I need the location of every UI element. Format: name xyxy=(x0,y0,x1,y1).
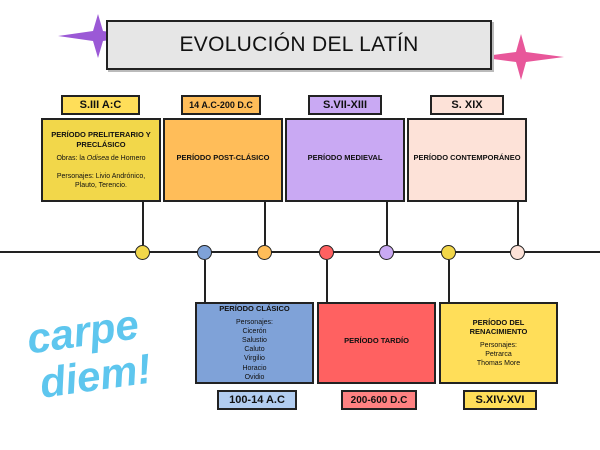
box-renacimiento: PERÍODO DEL RENACIMIENTO Personajes: Pet… xyxy=(439,302,558,384)
date-label-s3ac: S.III A:C xyxy=(61,95,140,115)
box-line xyxy=(100,163,102,172)
connector xyxy=(142,202,144,245)
diagram-title: EVOLUCIÓN DEL LATÍN xyxy=(106,20,492,70)
timeline-dot xyxy=(197,245,212,260)
sparkle-purple-icon xyxy=(58,14,138,58)
box-medieval: PERÍODO MEDIEVAL xyxy=(285,118,405,202)
box-line: Thomas More xyxy=(476,360,521,368)
box-line: Horacio xyxy=(242,364,267,372)
date-label-s19: S. XIX xyxy=(430,95,504,115)
box-line: Obras: la Odisea de Homero xyxy=(56,154,146,162)
connector xyxy=(448,260,450,302)
date-label-200-600dc: 200-600 D.C xyxy=(341,390,417,410)
timeline-axis xyxy=(0,251,600,253)
connector xyxy=(386,202,388,245)
box-line: Personajes: xyxy=(480,342,517,350)
connector xyxy=(326,260,328,302)
timeline-dot xyxy=(441,245,456,260)
box-heading: PERÍODO MEDIEVAL xyxy=(307,153,383,163)
box-line: Personajes: xyxy=(236,319,273,327)
box-line: Petrarca xyxy=(485,351,512,359)
box-heading: PERÍODO POST-CLÁSICO xyxy=(176,153,270,163)
box-post-clasico: PERÍODO POST-CLÁSICO xyxy=(163,118,283,202)
timeline-dot xyxy=(379,245,394,260)
connector xyxy=(517,202,519,245)
date-label-14ac-200dc: 14 A.C-200 D.C xyxy=(181,95,261,115)
date-label-s7-13: S.VII-XIII xyxy=(308,95,382,115)
timeline-dot xyxy=(257,245,272,260)
box-preliterario: PERÍODO PRELITERARIO Y PRECLÁSICO Obras:… xyxy=(41,118,161,202)
box-heading: PERÍODO PRELITERARIO Y PRECLÁSICO xyxy=(51,130,151,149)
timeline-dot xyxy=(319,245,334,260)
connector xyxy=(264,202,266,245)
box-heading: PERÍODO CLÁSICO xyxy=(219,304,290,314)
timeline-dot xyxy=(510,245,525,260)
box-line: Ovidio xyxy=(244,373,265,381)
box-line: Personajes: Livio Andrónico, Plauto, Ter… xyxy=(56,172,146,189)
sparkle-pink-icon xyxy=(478,34,564,80)
box-line: Salustio xyxy=(242,337,267,345)
box-tardio: PERÍODO TARDÍO xyxy=(317,302,436,384)
box-line: Virgilio xyxy=(244,355,265,363)
box-line: Caluto xyxy=(244,346,265,354)
date-label-100-14ac: 100-14 A.C xyxy=(217,390,297,410)
carpe-diem-logo: carpe diem! xyxy=(24,300,154,400)
connector xyxy=(204,260,206,302)
timeline-dot xyxy=(135,245,150,260)
box-heading: PERÍODO TARDÍO xyxy=(344,336,409,346)
box-heading: PERÍODO DEL RENACIMIENTO xyxy=(469,317,528,337)
box-heading: PERÍODO CONTEMPORÁNEO xyxy=(413,153,521,163)
box-contemporaneo: PERÍODO CONTEMPORÁNEO xyxy=(407,118,527,202)
box-line: Cicerón xyxy=(242,328,267,336)
box-clasico: PERÍODO CLÁSICO Personajes: Cicerón Salu… xyxy=(195,302,314,384)
date-label-s14-16: S.XIV-XVI xyxy=(463,390,537,410)
